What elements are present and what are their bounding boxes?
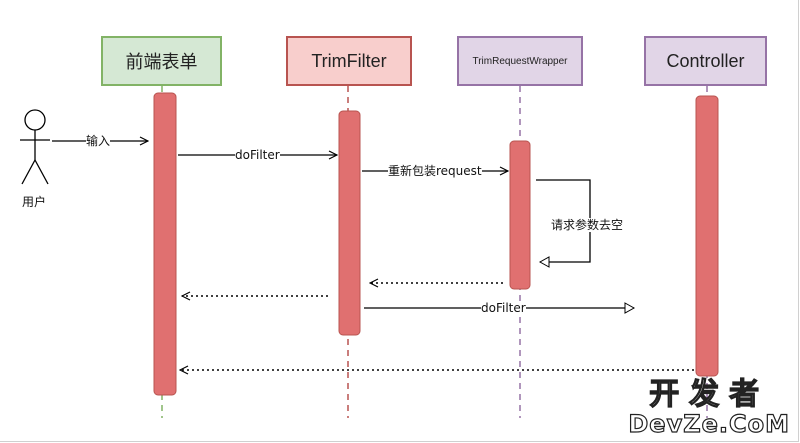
activation-form bbox=[153, 92, 177, 396]
watermark-line2: DevZe.CoM bbox=[628, 410, 790, 438]
activation-controller bbox=[695, 95, 719, 377]
participant-wrapper: TrimRequestWrapper bbox=[457, 36, 583, 86]
message-label-rewrap: 重新包装request bbox=[388, 164, 482, 178]
participant-wrapper-label: TrimRequestWrapper bbox=[472, 55, 568, 67]
participant-trimfilter-label: TrimFilter bbox=[311, 50, 387, 71]
participant-form: 前端表单 bbox=[101, 36, 222, 86]
message-label-trim: 请求参数去空 bbox=[551, 218, 624, 232]
activation-trimfilter bbox=[338, 110, 361, 336]
message-label-dofilter-2: doFilter bbox=[481, 301, 526, 315]
activation-wrapper bbox=[509, 140, 531, 290]
message-label-dofilter-1: doFilter bbox=[235, 148, 280, 162]
participant-controller: Controller bbox=[644, 36, 767, 86]
actor-label: 用户 bbox=[22, 195, 47, 209]
message-label-input: 输入 bbox=[86, 134, 111, 148]
watermark-line1: 开发者 bbox=[649, 377, 770, 412]
participant-controller-label: Controller bbox=[666, 50, 745, 71]
participant-trimfilter: TrimFilter bbox=[286, 36, 412, 86]
user-actor-icon bbox=[20, 109, 50, 185]
participant-form-label: 前端表单 bbox=[125, 52, 198, 73]
site-watermark: 开发者 DevZe.CoM bbox=[628, 377, 790, 438]
